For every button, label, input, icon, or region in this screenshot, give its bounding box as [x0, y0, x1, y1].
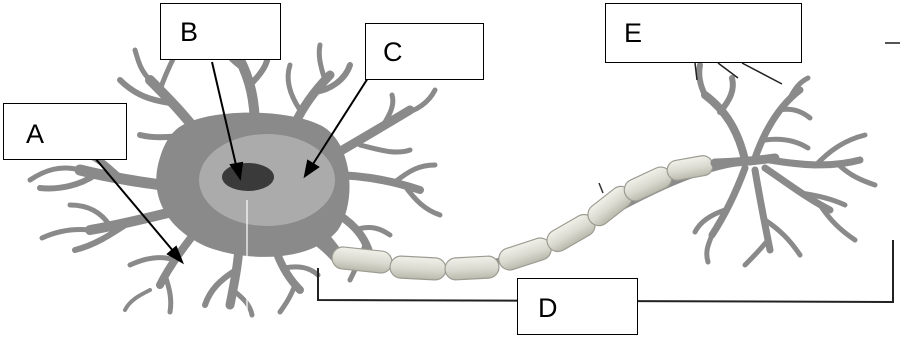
label-d-text: D — [538, 295, 558, 322]
label-b-text: B — [180, 19, 198, 46]
label-c-text: C — [383, 39, 403, 66]
label-a-text: A — [26, 121, 44, 148]
myelin-segment — [331, 246, 393, 274]
myelin-segment — [389, 256, 446, 281]
axon-tick — [599, 183, 603, 193]
label-e-pointer-lines — [695, 63, 782, 84]
myelin-segment — [666, 154, 715, 182]
myelin-sheath — [331, 154, 714, 280]
label-box-b[interactable]: B — [160, 3, 281, 60]
label-box-c[interactable]: C — [365, 23, 484, 80]
label-e-text: E — [624, 20, 642, 47]
label-box-e[interactable]: E — [605, 3, 802, 63]
label-box-a[interactable]: A — [3, 103, 127, 160]
myelin-segment — [496, 235, 554, 273]
nucleus — [222, 163, 274, 191]
axon-terminals — [695, 65, 875, 265]
myelin-segment — [444, 256, 499, 281]
label-box-d[interactable]: D — [517, 278, 638, 335]
